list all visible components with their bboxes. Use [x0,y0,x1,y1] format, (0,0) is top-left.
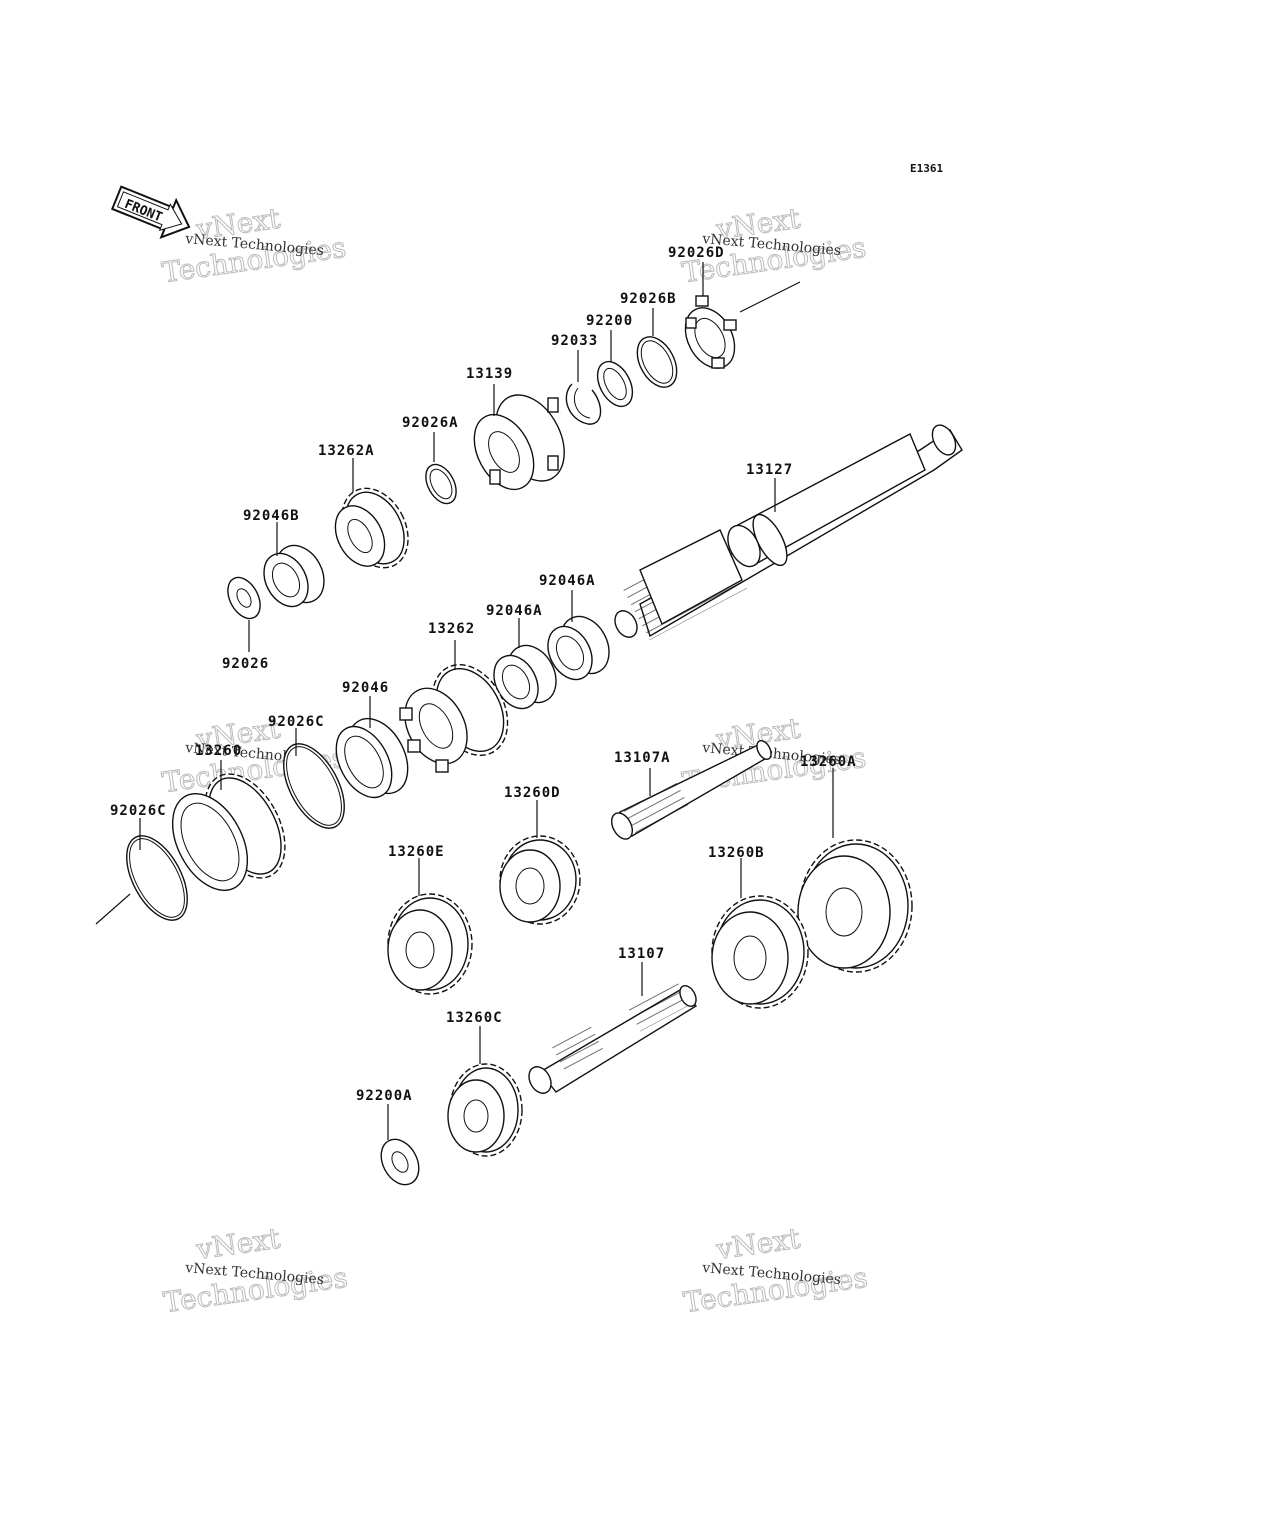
label-13260B: 13260B [708,845,765,861]
label-13262A: 13262A [318,443,375,459]
part-13262[interactable] [392,652,522,775]
part-13107[interactable] [525,978,700,1097]
part-92046A-right[interactable] [539,608,618,687]
label-13260D: 13260D [504,785,561,801]
label-92026A: 92026A [402,415,459,431]
label-92026C-upper: 92026C [268,714,325,730]
label-13260C: 13260C [446,1010,503,1026]
part-92026A[interactable] [420,459,463,508]
part-92026C-upper[interactable] [271,734,357,838]
label-13107A: 13107A [614,750,671,766]
part-13260D[interactable] [499,835,581,925]
part-13139[interactable] [462,383,578,499]
label-92026: 92026 [222,656,269,672]
part-13260[interactable] [157,761,301,903]
part-13127[interactable] [611,421,963,641]
label-13262: 13262 [428,621,475,637]
label-92026B: 92026B [620,291,677,307]
label-92200A: 92200A [356,1088,413,1104]
part-13260C[interactable] [447,1063,523,1157]
label-92046A-right: 92046A [539,573,596,589]
label-13260E: 13260E [388,844,445,860]
label-13139: 13139 [466,366,513,382]
label-13127: 13127 [746,462,793,478]
part-92026[interactable] [221,572,266,624]
label-13260: 13260 [195,743,242,759]
label-92026C-lower: 92026C [110,803,167,819]
part-92046A-left[interactable] [485,637,565,716]
part-13262A[interactable] [326,477,422,579]
part-92026B[interactable] [629,330,684,394]
label-92046B: 92046B [243,508,300,524]
part-92046[interactable] [325,708,420,806]
part-13260B[interactable] [711,895,809,1009]
label-92200: 92200 [586,313,633,329]
label-92046: 92046 [342,680,389,696]
part-92026C-lower[interactable] [114,826,200,930]
part-13107A[interactable] [607,738,774,842]
label-13107: 13107 [618,946,665,962]
label-13260A: 13260A [800,754,857,770]
svg-text:vNext: vNext [193,1222,282,1267]
part-92200[interactable] [590,356,639,412]
part-92026D[interactable] [676,295,745,377]
label-92033: 92033 [551,333,598,349]
part-13260E[interactable] [387,893,473,995]
label-92026D: 92026D [668,245,725,261]
part-92046B[interactable] [255,537,333,614]
part-13260A[interactable] [797,839,913,973]
part-92200A[interactable] [374,1133,427,1191]
svg-text:vNext: vNext [713,1222,802,1267]
label-92046A-left: 92046A [486,603,543,619]
diagram-code: E1361 [910,162,943,175]
front-arrow-icon [110,185,191,240]
part-92033[interactable] [565,383,602,425]
